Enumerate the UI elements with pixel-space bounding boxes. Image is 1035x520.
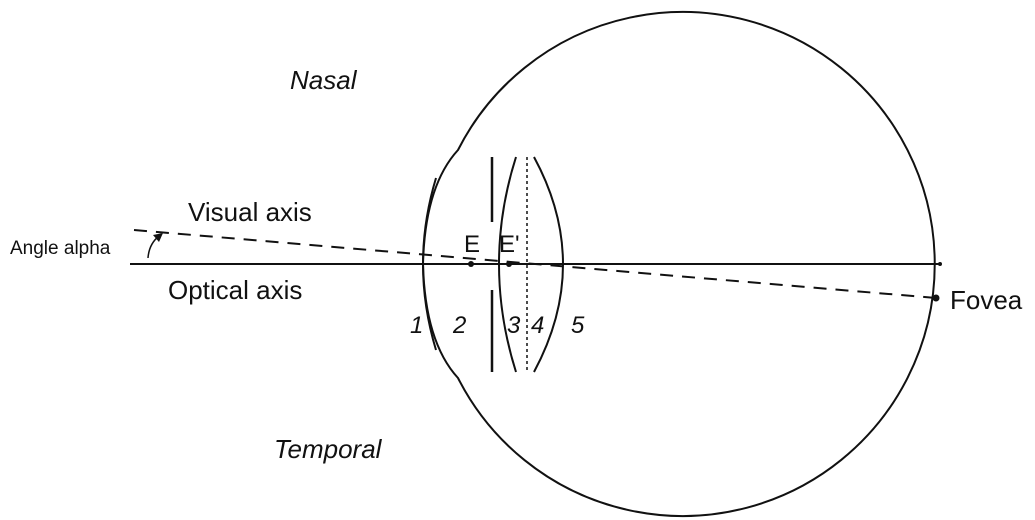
fovea-label: Fovea [950, 285, 1023, 315]
point-e-dot [468, 261, 474, 267]
surface-3-label: 3 [507, 312, 521, 339]
point-e-label: E [464, 231, 480, 258]
temporal-label: Temporal [274, 434, 383, 464]
visual-axis-label: Visual axis [188, 197, 312, 227]
point-e-prime-dot [506, 261, 512, 267]
surface-2-label: 2 [452, 312, 466, 339]
optical-axis-end-dot [938, 262, 942, 266]
eyeball-outline [421, 11, 936, 517]
surface-4-label: 4 [531, 312, 544, 339]
surface-1-label: 1 [410, 312, 423, 339]
angle-alpha-arrowhead [153, 233, 163, 242]
point-e-prime-label: E' [499, 231, 520, 258]
angle-alpha-label: Angle alpha [10, 238, 111, 259]
fovea-dot [932, 294, 940, 302]
optical-axis-label: Optical axis [168, 275, 302, 305]
visual-axis-line [133, 229, 937, 299]
nasal-label: Nasal [290, 65, 358, 95]
surface-5-label: 5 [571, 312, 585, 339]
